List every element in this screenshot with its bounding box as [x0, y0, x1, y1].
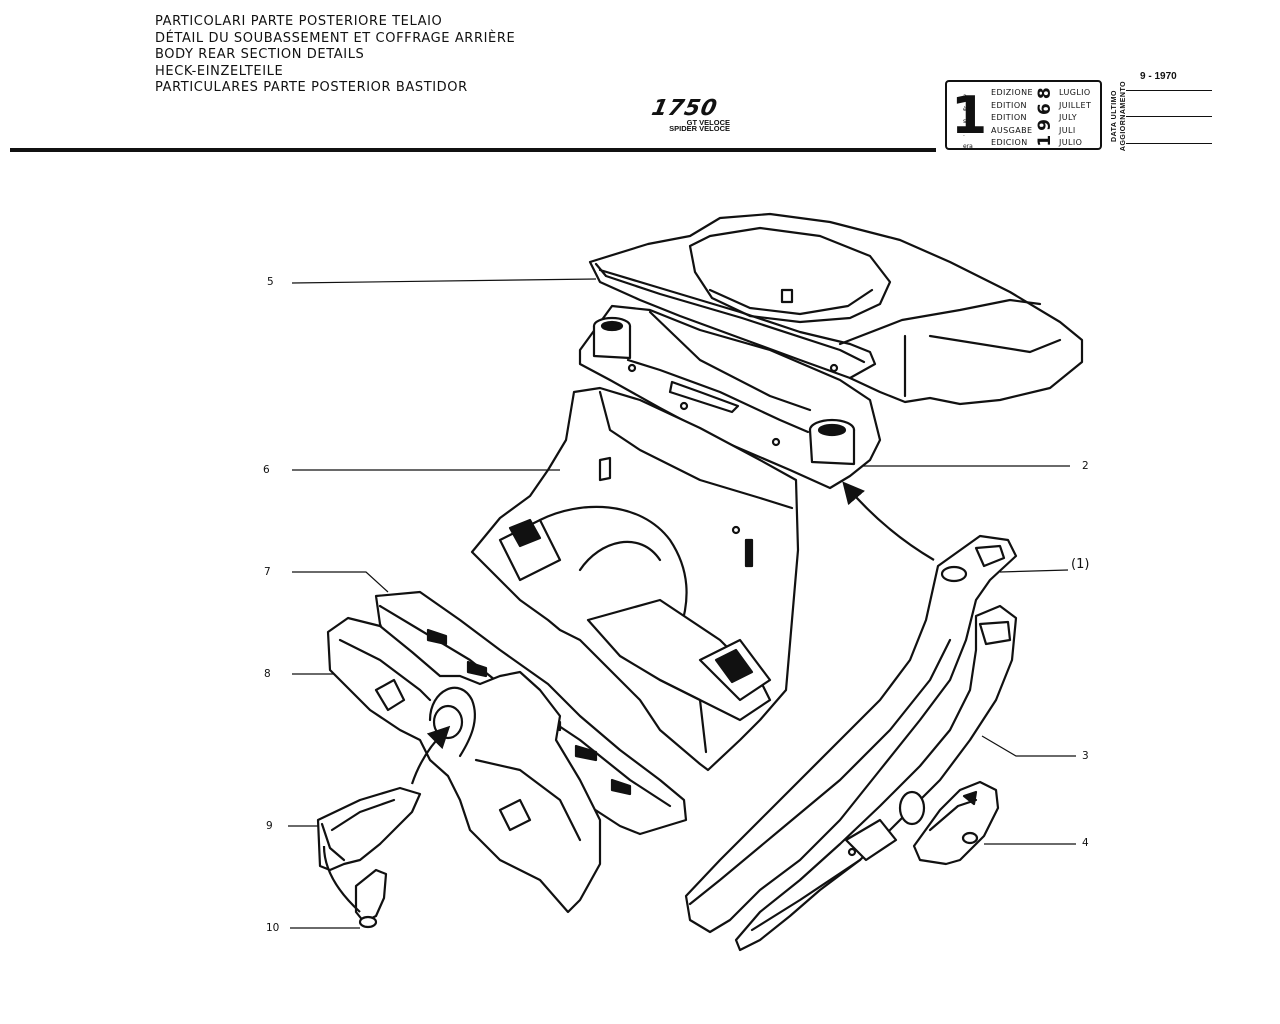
title-block: PARTICOLARI PARTE POSTERIORE TELAIO DÉTA…: [155, 14, 515, 97]
leader-line-3: [981, 735, 1076, 757]
title-german: HECK-EINZELTEILE: [155, 63, 284, 79]
edition-ordinals: a ère st . era: [963, 91, 973, 154]
model-variant-spider: SPIDER VELOCE: [669, 124, 730, 133]
edition-month: JULI: [1059, 125, 1076, 135]
edition-label: EDIZIONE: [991, 88, 1033, 97]
edition-month: LUGLIO: [1059, 88, 1091, 97]
edition-box: 1 a ère st . era EDIZIONE EDITION EDITIO…: [945, 80, 1102, 150]
leader-line-5: [291, 278, 597, 284]
part-2-cross-member: [578, 304, 882, 490]
assembly-arrow: [410, 725, 451, 785]
header-rule: [10, 148, 936, 152]
edition-months: LUGLIO JUILLET JULY JULI JULIO: [1059, 87, 1091, 150]
edition-label: EDITION: [991, 113, 1027, 122]
title-french: DÉTAIL DU SOUBASSEMENT ET COFFRAGE ARRIÈ…: [155, 30, 516, 46]
update-line: [1126, 90, 1212, 91]
callout-6: 6: [263, 464, 270, 476]
part-1-frame-rail: [684, 534, 1018, 934]
leader-line-7: [292, 571, 389, 593]
title-spanish: PARTICULARES PARTE POSTERIOR BASTIDOR: [155, 80, 468, 95]
part-5-spare-wheel-tray: [588, 212, 1084, 406]
title-italian: PARTICOLARI PARTE POSTERIORE TELAIO: [155, 14, 443, 29]
assembly-arrow: [322, 845, 361, 913]
ordinal: era: [963, 143, 973, 150]
model-variant-gt: GT VELOCE: [686, 118, 730, 127]
edition-label: EDITION: [991, 100, 1027, 110]
part-9-bracket: [316, 786, 422, 872]
part-10-clip: [354, 868, 388, 929]
callout-2: 2: [1082, 460, 1089, 472]
update-date: 9 - 1970: [1140, 71, 1177, 82]
callout-8: 8: [264, 668, 271, 680]
part-6-floor-section: [470, 386, 800, 772]
model-badge: 1750 GT VELOCE SPIDER VELOCE: [640, 96, 730, 133]
part-8-rear-valance: [326, 616, 602, 914]
ordinal: .: [963, 130, 965, 138]
ordinal: a: [963, 93, 967, 100]
callout-4: 4: [1082, 837, 1089, 849]
edition-number: 1: [951, 86, 988, 146]
update-line: [1126, 143, 1212, 144]
leader-line-1: [999, 569, 1069, 573]
title-english: BODY REAR SECTION DETAILS: [155, 47, 365, 62]
part-4-bracket: [912, 780, 1000, 866]
ordinal: st: [963, 118, 969, 125]
callout-1: (1): [1071, 557, 1090, 572]
edition-labels: EDIZIONE EDITION EDITION AUSGABE EDICION: [991, 87, 1033, 150]
edition-month: JULIO: [1059, 138, 1083, 147]
callout-7: 7: [264, 566, 271, 578]
callout-10: 10: [266, 922, 280, 934]
part-3-side-member: [734, 604, 1018, 952]
edition-label: EDICION: [991, 138, 1028, 147]
callout-5: 5: [267, 276, 274, 288]
edition-month: JUILLET: [1059, 100, 1092, 110]
ordinal: ère: [963, 105, 973, 113]
callout-9: 9: [266, 820, 273, 832]
assembly-arrow: [842, 481, 935, 561]
edition-label: AUSGABE: [991, 125, 1033, 135]
callout-3: 3: [1082, 750, 1089, 762]
update-line: [1126, 116, 1212, 117]
edition-month: JULY: [1059, 113, 1078, 122]
